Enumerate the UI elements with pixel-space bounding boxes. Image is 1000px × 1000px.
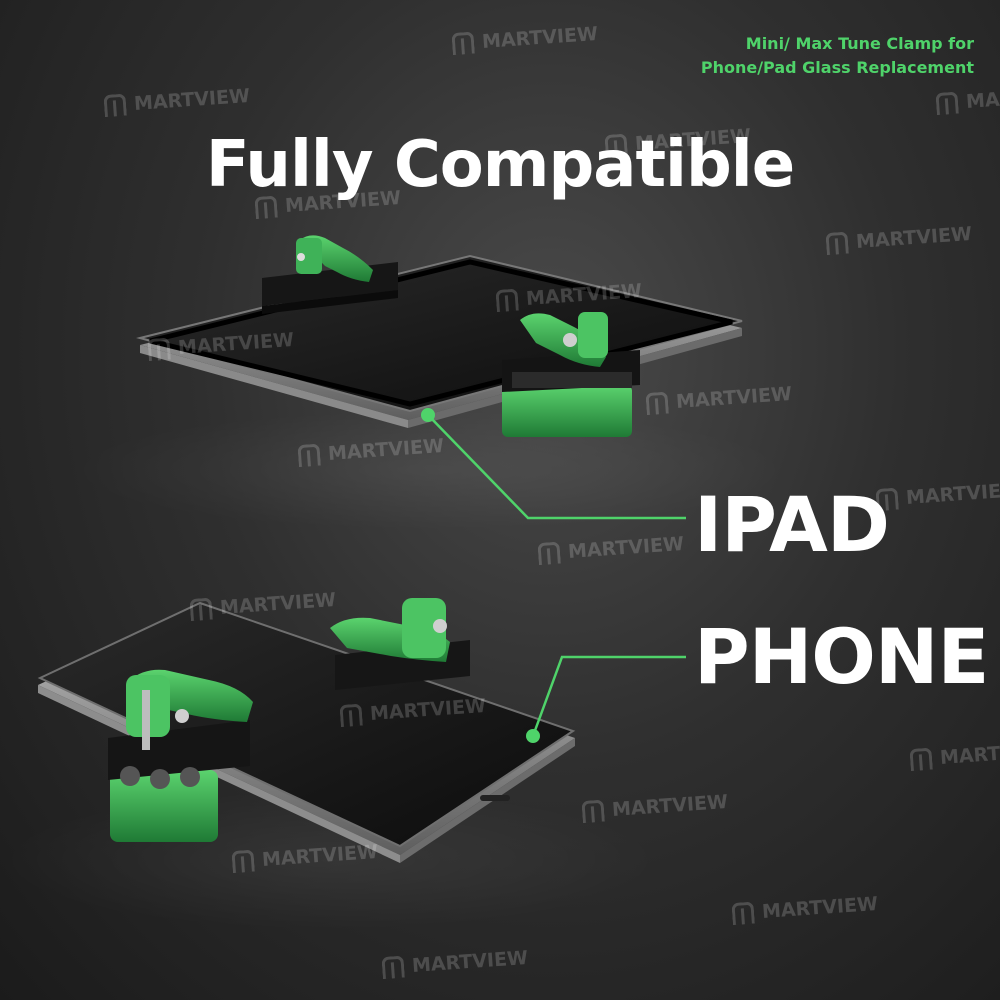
phone-clamp-top xyxy=(330,598,470,690)
tagline-line-2: Phone/Pad Glass Replacement xyxy=(700,58,974,77)
phone-callout-label: PHONE xyxy=(694,612,989,701)
product-tagline: Mini/ Max Tune Clamp for Phone/Pad Glass… xyxy=(701,32,974,80)
phone-callout-line xyxy=(526,655,686,743)
phone-clamp-left xyxy=(108,669,253,842)
ipad-device xyxy=(136,254,743,428)
ipad-clamp-left xyxy=(262,235,398,314)
ipad-clamp-right xyxy=(502,312,640,437)
tagline-line-1: Mini/ Max Tune Clamp for xyxy=(745,34,974,53)
ipad-callout-line xyxy=(421,408,686,520)
headline: Fully Compatible xyxy=(205,128,795,202)
ipad-callout-label: IPAD xyxy=(694,480,890,569)
